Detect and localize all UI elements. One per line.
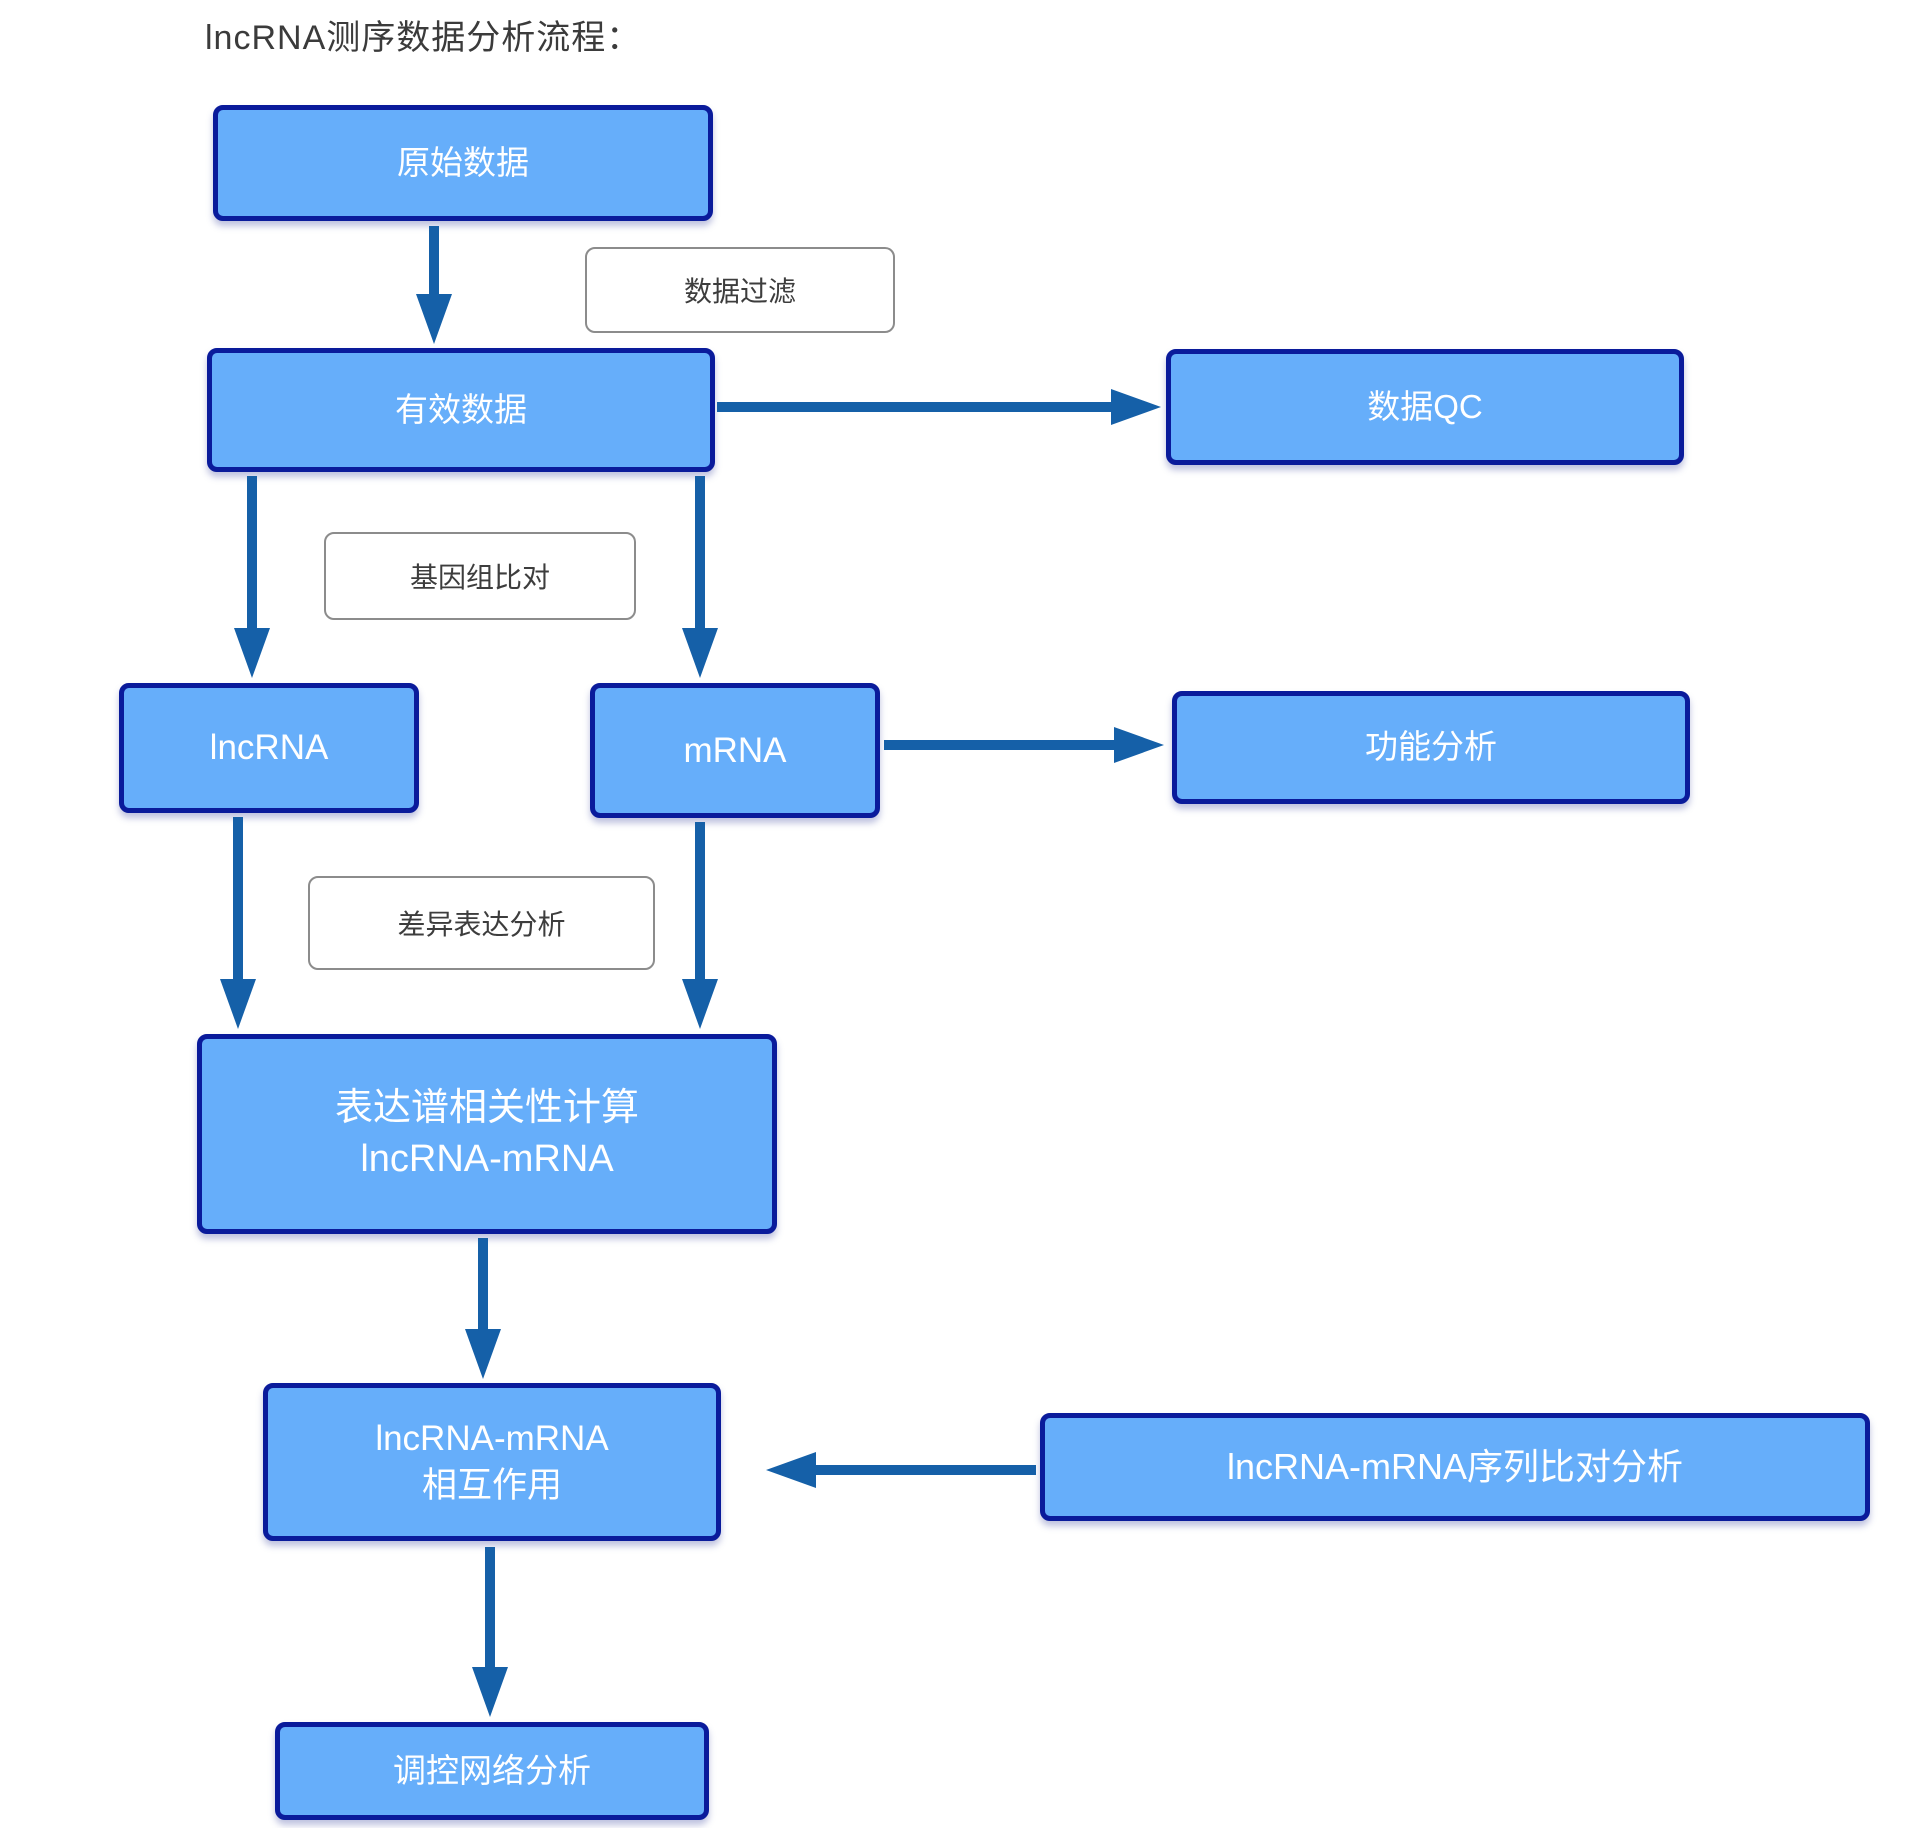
node-expression-correlation-line2: lncRNA-mRNA [360,1138,614,1180]
arrow-mrna-to-correlation [682,822,718,1029]
arrow-head [472,1667,508,1717]
arrow-valid-to-qc [717,389,1161,425]
arrow-shaft [695,822,705,981]
node-raw-data-label: 原始数据 [397,143,529,181]
node-sequence-alignment-analysis: lncRNA-mRNA序列比对分析 [1040,1413,1870,1521]
arrow-interaction-to-network [472,1547,508,1717]
step-label-genome-alignment: 基因组比对 [324,532,636,620]
arrow-raw-to-valid [416,226,452,344]
arrow-valid-to-lncrna [234,476,270,678]
arrow-head [682,979,718,1029]
node-expression-correlation: 表达谱相关性计算 lncRNA-mRNA [197,1034,777,1234]
arrow-shaft [429,226,439,296]
arrow-shaft [814,1465,1036,1475]
node-functional-analysis: 功能分析 [1172,691,1690,804]
arrow-head [416,294,452,344]
node-regulatory-network-analysis: 调控网络分析 [275,1722,709,1820]
arrow-sequence-alignment-to-interaction [766,1452,1036,1488]
arrow-shaft [478,1238,488,1331]
node-lncrna-mrna-interaction-line2: 相互作用 [421,1466,562,1505]
node-lncrna-mrna-interaction: lncRNA-mRNA 相互作用 [263,1383,721,1541]
node-mrna-label: mRNA [683,730,787,770]
arrow-shaft [884,740,1116,750]
arrow-lncrna-to-correlation [220,817,256,1029]
node-data-qc: 数据QC [1166,349,1684,465]
arrow-valid-to-mrna [682,476,718,678]
arrow-mrna-to-functional-analysis [884,727,1164,763]
node-raw-data: 原始数据 [213,105,713,221]
node-sequence-alignment-analysis-label: lncRNA-mRNA序列比对分析 [1226,1445,1683,1487]
node-functional-analysis-label: 功能分析 [1365,728,1497,766]
arrow-head [682,628,718,678]
arrow-head [1111,389,1161,425]
node-expression-correlation-line1: 表达谱相关性计算 [334,1086,639,1129]
arrow-head [234,628,270,678]
step-label-differential-expression: 差异表达分析 [308,876,655,970]
arrow-head [1114,727,1164,763]
step-label-data-filter-text: 数据过滤 [683,276,796,307]
node-valid-data: 有效数据 [207,348,715,472]
arrow-shaft [695,476,705,630]
arrow-shaft [233,817,243,981]
arrow-head [766,1452,816,1488]
node-data-qc-label: 数据QC [1367,387,1483,425]
arrow-head [465,1329,501,1379]
arrow-shaft [485,1547,495,1669]
step-label-genome-alignment-text: 基因组比对 [409,562,550,593]
diagram-title: lncRNA测序数据分析流程： [205,19,642,57]
arrow-head [220,979,256,1029]
node-lncrna: lncRNA [119,683,419,813]
node-regulatory-network-analysis-label: 调控网络分析 [393,1751,591,1789]
step-label-differential-expression-text: 差异表达分析 [397,909,566,940]
node-lncrna-label: lncRNA [209,728,329,768]
arrow-correlation-to-interaction [465,1238,501,1379]
step-label-data-filter: 数据过滤 [585,247,895,333]
arrow-shaft [717,402,1113,412]
node-valid-data-label: 有效数据 [395,390,527,428]
arrow-shaft [247,476,257,630]
node-lncrna-mrna-interaction-line1: lncRNA-mRNA [375,1418,609,1458]
node-mrna: mRNA [590,683,880,818]
